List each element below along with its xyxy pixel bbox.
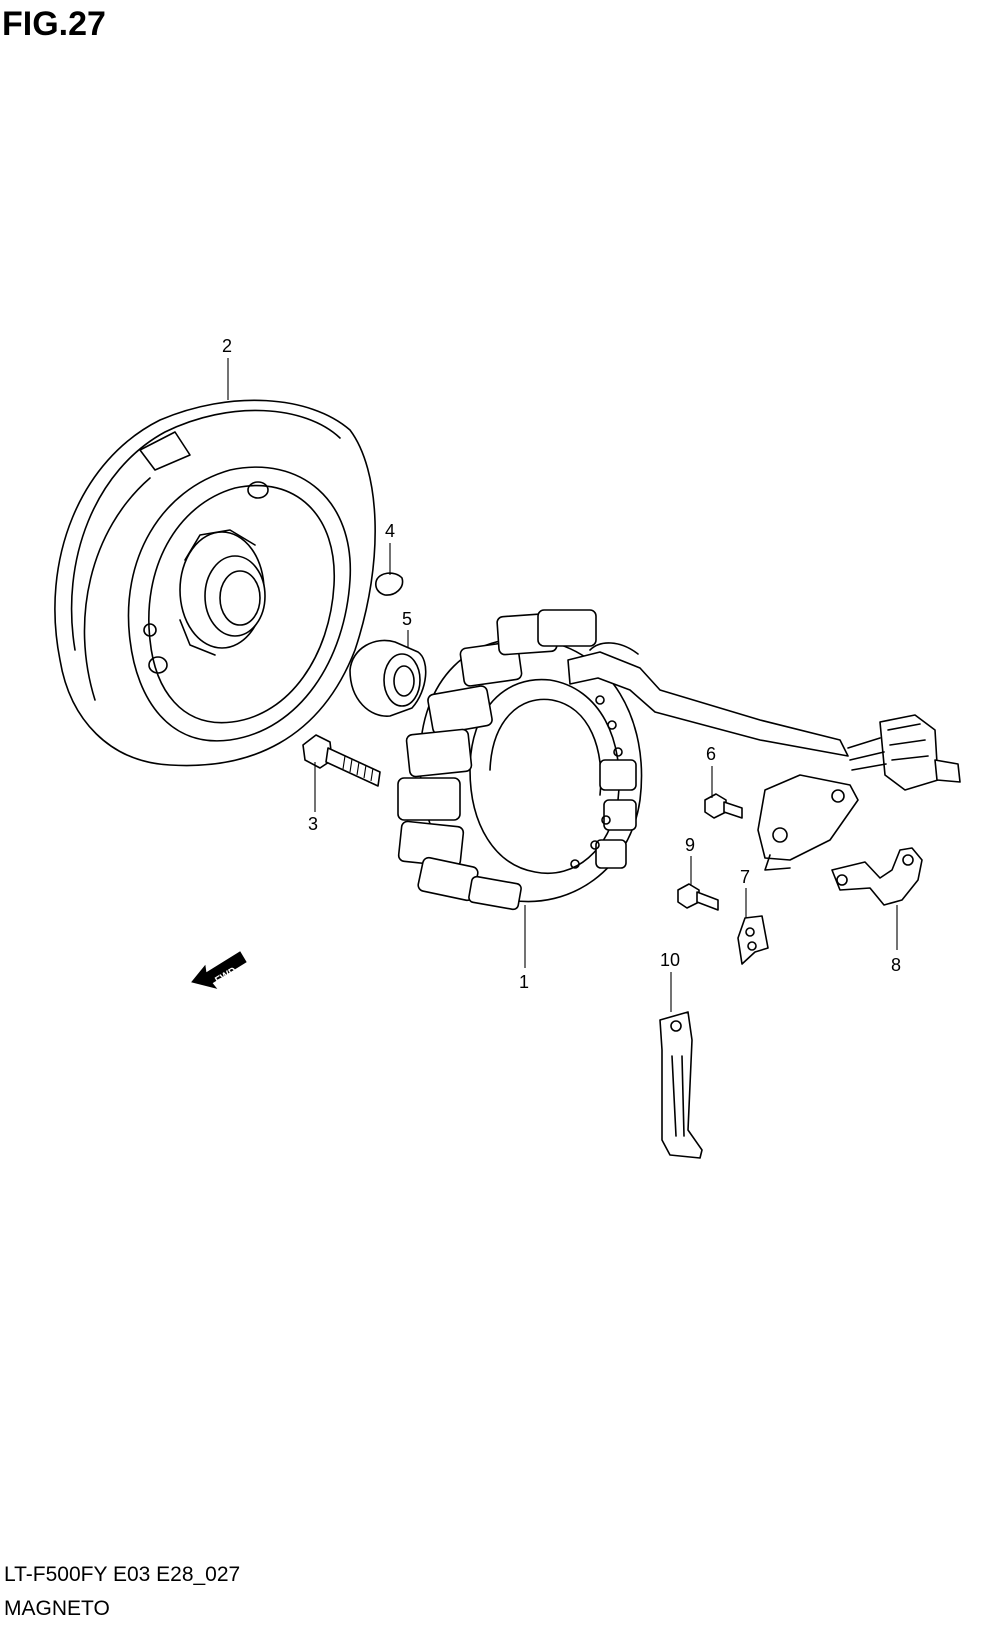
callout-9: 9	[685, 835, 695, 855]
model-code: LT-F500FY E03 E28_027	[4, 1563, 241, 1586]
stator-screw-drawing[interactable]	[704, 793, 743, 819]
bracket-drawing[interactable]	[831, 847, 923, 906]
callout-6: 6	[706, 744, 716, 764]
callout-2: 2	[222, 336, 232, 356]
rotor-bolt-drawing[interactable]	[302, 734, 381, 787]
clamp-screw-drawing[interactable]	[677, 883, 719, 911]
callout-1: 1	[519, 972, 529, 992]
callout-5: 5	[402, 609, 412, 629]
callout-8: 8	[891, 955, 901, 975]
leader-lines	[227, 358, 898, 1012]
callout-numbers: 1 2 3 4 5 6 7 8 9 10	[222, 336, 901, 992]
figure-title: FIG.27	[2, 5, 106, 43]
section-name: MAGNETO	[4, 1597, 110, 1620]
spacer-drawing[interactable]	[349, 639, 427, 717]
connector-drawing[interactable]	[757, 714, 961, 871]
callout-3: 3	[308, 814, 318, 834]
callout-4: 4	[385, 521, 395, 541]
rotor-flywheel-drawing[interactable]	[54, 399, 376, 767]
key-drawing[interactable]	[375, 572, 404, 596]
callout-10: 10	[660, 950, 680, 970]
callout-7: 7	[740, 867, 750, 887]
stator-drawing[interactable]	[397, 609, 849, 911]
wire-clamp-drawing[interactable]	[737, 915, 769, 965]
long-clamp-drawing[interactable]	[659, 1011, 703, 1159]
fwd-arrow-icon: FWD	[191, 951, 247, 989]
